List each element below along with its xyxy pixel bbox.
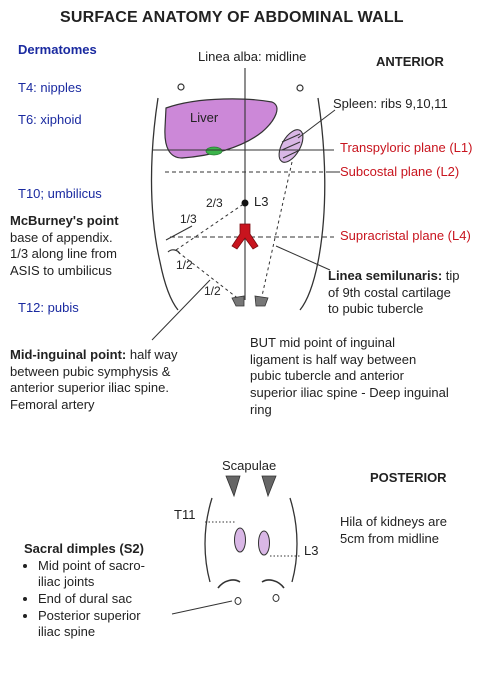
semilunaris-rest1: tip xyxy=(442,268,460,283)
mcburney-line3: ASIS to umbilicus xyxy=(10,262,112,278)
hila-line2: 5cm from midline xyxy=(340,530,439,546)
but-note-line4: superior iliac spine - Deep inguinal xyxy=(250,384,449,400)
fraction-two-thirds: 2/3 xyxy=(206,196,223,210)
but-note-line1: BUT mid point of inguinal xyxy=(250,335,396,350)
asis-umbilicus-line xyxy=(175,202,246,251)
semilunaris-block: Linea semilunaris: tip of 9th costal car… xyxy=(328,268,460,318)
fraction-half-b: 1/2 xyxy=(204,284,221,298)
mid-inguinal-line2: between pubic symphysis & xyxy=(10,363,171,379)
sacral-block: Sacral dimples (S2) Mid point of sacro-i… xyxy=(24,541,145,641)
dermatome-t12: T12: pubis xyxy=(18,300,79,315)
spleen-pointer xyxy=(297,109,336,139)
but-note-block: BUT mid point of inguinal ligament is ha… xyxy=(250,335,449,418)
posterior-heading: POSTERIOR xyxy=(370,470,447,485)
pubic-tubercle-right-icon xyxy=(254,295,269,307)
inguinal-line xyxy=(177,251,241,301)
kidney-left-icon xyxy=(234,527,246,553)
sacral-pointer xyxy=(171,600,233,615)
l3-back-label: L3 xyxy=(304,543,319,558)
hila-block: Hila of kidneys are 5cm from midline xyxy=(340,514,447,547)
subcostal-label: Subcostal plane (L2) xyxy=(340,164,460,179)
scapula-left-icon xyxy=(225,475,241,498)
dermatome-t10: T10; umbilicus xyxy=(18,186,102,201)
anterior-heading: ANTERIOR xyxy=(376,54,444,69)
but-note-line2: ligament is half way between xyxy=(250,351,417,367)
iliac-crest-left-icon xyxy=(217,579,241,589)
mid-inguinal-block: Mid-inguinal point: half way between pub… xyxy=(10,347,178,414)
semilunaris-line xyxy=(261,161,293,297)
aorta-bifurcation-icon xyxy=(231,223,259,250)
mcburney-heading: McBurney's point xyxy=(10,213,119,228)
sacral-dimple-right-icon xyxy=(272,594,280,602)
page-title: SURFACE ANATOMY OF ABDOMINAL WALL xyxy=(60,9,404,26)
transpyloric-label: Transpyloric plane (L1) xyxy=(340,140,473,155)
umbilicus-icon xyxy=(241,199,249,207)
torso-outline xyxy=(150,97,179,311)
mcburney-pointer xyxy=(165,225,193,241)
nipple-right-icon xyxy=(296,84,304,92)
pubic-tubercle-left-icon xyxy=(231,295,245,307)
gallbladder-shape xyxy=(205,146,223,156)
nipple-left-icon xyxy=(177,83,185,91)
t11-label: T11 xyxy=(174,507,196,522)
fraction-half-a: 1/2 xyxy=(176,258,193,272)
sacral-dimple-left-icon xyxy=(234,597,242,605)
dermatomes-heading: Dermatomes xyxy=(18,42,97,57)
fraction-one-third: 1/3 xyxy=(180,212,197,226)
mid-inguinal-line4: Femoral artery xyxy=(10,396,95,412)
hila-line1: Hila of kidneys are xyxy=(340,514,447,529)
scapulae-label: Scapulae xyxy=(222,458,277,473)
but-note-line5: ring xyxy=(250,401,272,417)
semilunaris-line3: to pubic tubercle xyxy=(328,301,424,317)
semilunaris-pointer xyxy=(275,245,331,271)
mid-inguinal-pointer xyxy=(151,279,211,341)
kidney-right-icon xyxy=(258,530,270,556)
liver-label: Liver xyxy=(190,110,219,125)
mid-inguinal-rest1: half way xyxy=(126,347,178,362)
asis-icon xyxy=(167,249,181,255)
sacral-item-2: End of dural sac xyxy=(38,591,145,608)
sacral-list: Mid point of sacro-iliac joints End of d… xyxy=(24,558,145,641)
liver-shape xyxy=(164,98,278,159)
semilunaris-heading: Linea semilunaris: xyxy=(328,268,443,283)
supracristal-label: Supracristal plane (L4) xyxy=(340,228,471,243)
back-outline-right xyxy=(289,497,298,583)
semilunaris-line2: of 9th costal cartilage xyxy=(328,284,451,300)
mcburney-line1: base of appendix. xyxy=(10,229,113,245)
spleen-label: Spleen: ribs 9,10,11 xyxy=(333,96,448,111)
mcburney-line2: 1/3 along line from xyxy=(10,246,117,262)
sacral-heading: Sacral dimples (S2) xyxy=(24,541,144,556)
scapula-right-icon xyxy=(261,475,277,498)
mcburney-block: McBurney's point base of appendix. 1/3 a… xyxy=(10,213,119,280)
back-outline-left xyxy=(204,497,213,583)
linea-alba-label: Linea alba: midline xyxy=(198,49,307,64)
dermatome-t6: T6: xiphoid xyxy=(18,112,82,127)
torso-outline-right xyxy=(299,97,326,311)
iliac-crest-right-icon xyxy=(261,579,285,589)
sacral-item-1: Mid point of sacro-iliac joints xyxy=(38,558,145,591)
spleen-shape xyxy=(278,129,304,163)
dermatome-t4: T4: nipples xyxy=(18,80,82,95)
mid-inguinal-heading: Mid-inguinal point: xyxy=(10,347,127,362)
l3-label: L3 xyxy=(254,194,269,209)
but-note-line3: pubic tubercle and anterior xyxy=(250,368,404,384)
mid-inguinal-line3: anterior superior iliac spine. xyxy=(10,380,169,396)
